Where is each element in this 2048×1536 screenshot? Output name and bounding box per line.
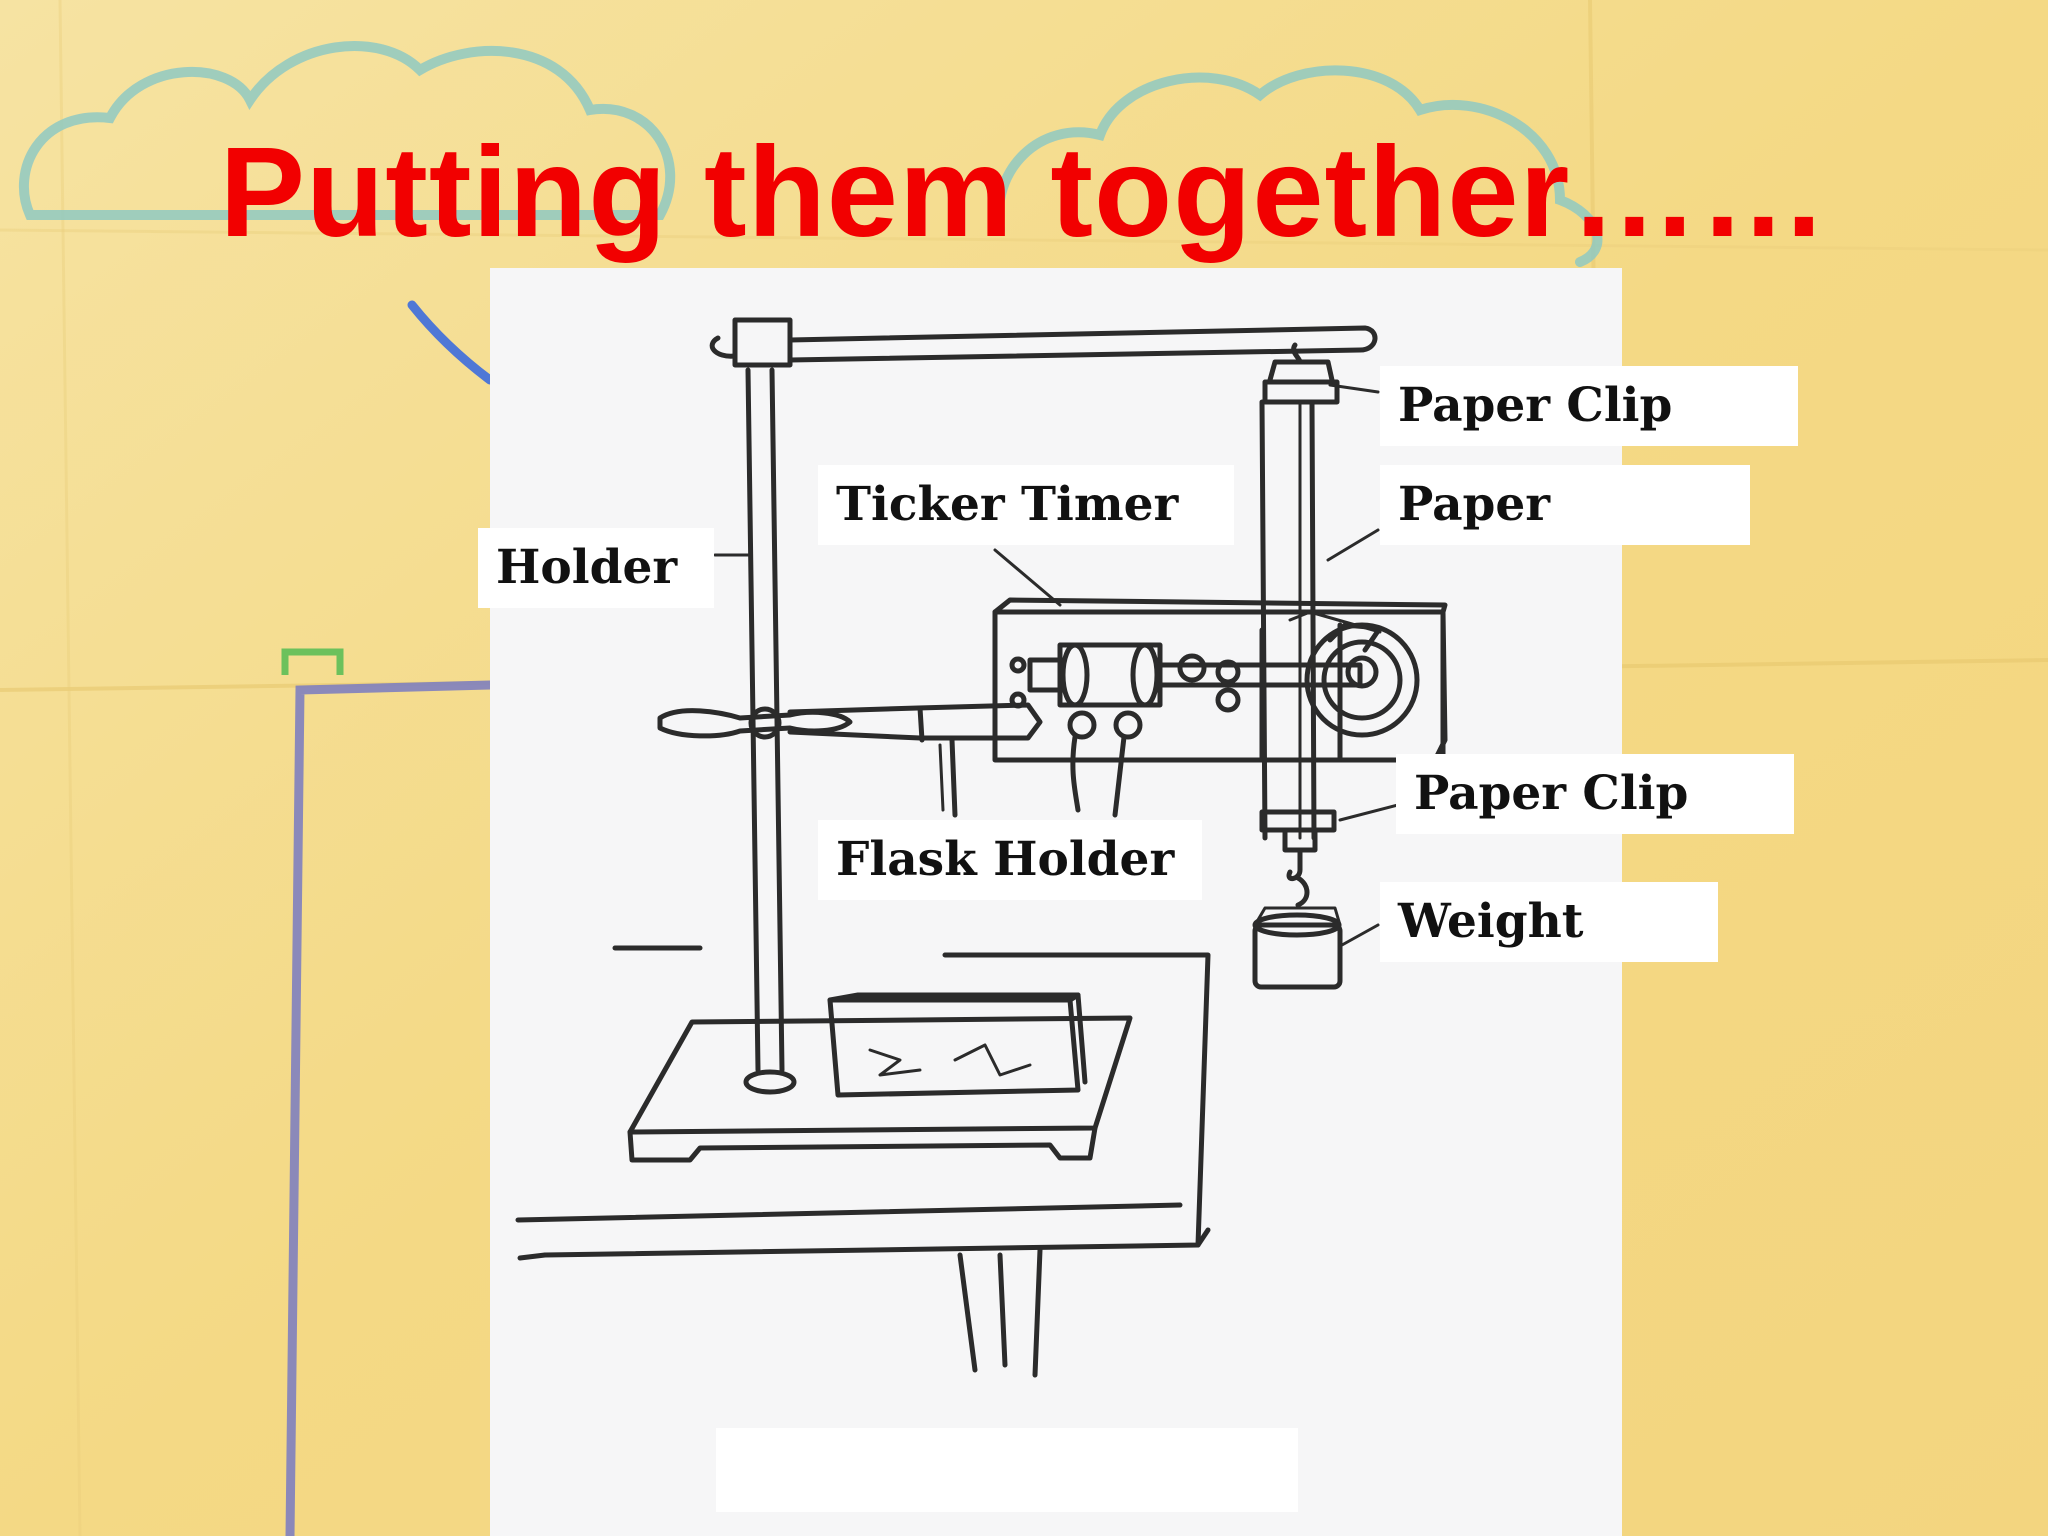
table-drawing: [515, 945, 1211, 1378]
label-flask-holder: Flask Holder: [818, 820, 1202, 900]
label-holder: Holder: [478, 528, 714, 608]
label-paper-clip-bottom: Paper Clip: [1396, 754, 1794, 834]
clamp-holder-drawing: [657, 702, 1043, 818]
ticker-timer-drawing: [992, 597, 1448, 818]
label-paper-clip-top: Paper Clip: [1380, 366, 1798, 446]
crayon-frame: [285, 680, 495, 1536]
paper-strip-drawing: [1252, 342, 1343, 990]
label-weight: Weight: [1380, 882, 1718, 962]
label-paper: Paper: [1380, 465, 1750, 545]
stand-base-drawing: [627, 992, 1133, 1163]
stand-rod-drawing: [709, 317, 1378, 1095]
leader-lines: [713, 383, 1400, 947]
cloud-right: [993, 65, 1603, 267]
slide-title: Putting them together……: [219, 121, 1829, 264]
cloud-left: [18, 41, 676, 220]
label-ticker-timer: Ticker Timer: [818, 465, 1234, 545]
blank-caption-box: [716, 1428, 1298, 1512]
